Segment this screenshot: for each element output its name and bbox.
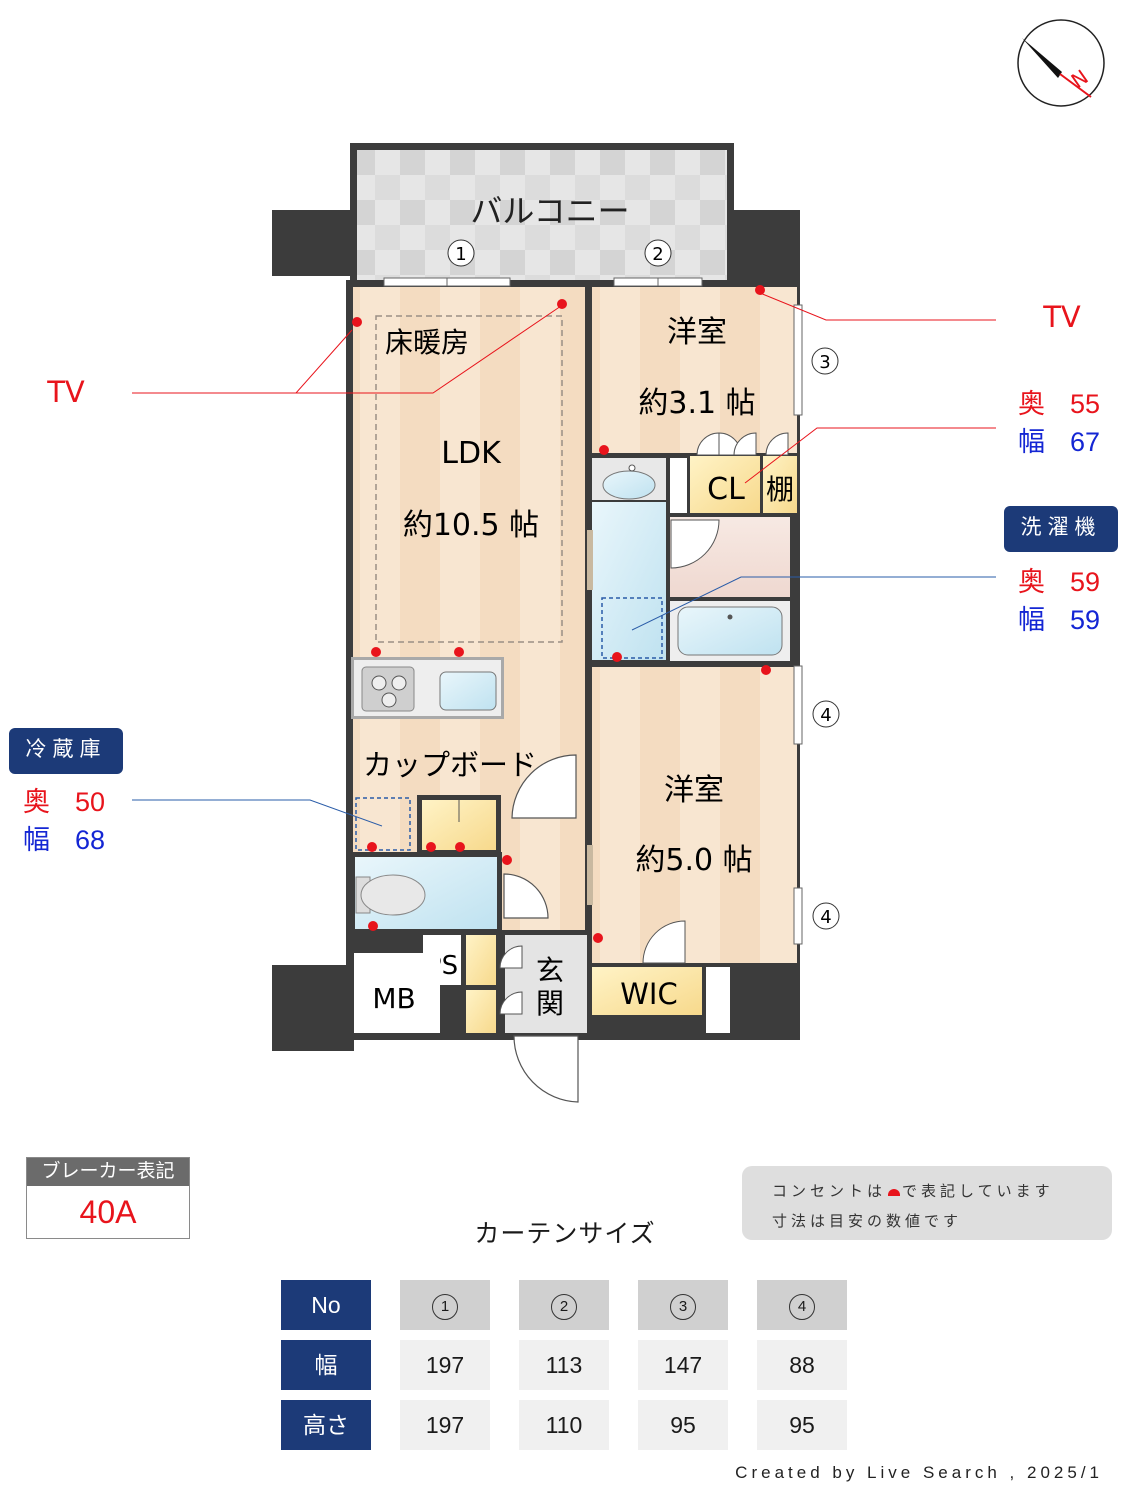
- fridge-tag: 冷蔵庫: [9, 728, 123, 774]
- curtain-height-3: 95: [638, 1400, 728, 1450]
- credit-line: Created by Live Search , 2025/1: [735, 1463, 1103, 1482]
- wic-label: WIC: [620, 977, 677, 1011]
- window-marker-2: 2: [644, 239, 672, 267]
- outlet-legend-icon: [888, 1189, 901, 1196]
- washer-tag: 洗濯機: [1004, 506, 1118, 552]
- curtain-no-3: 3: [638, 1280, 728, 1330]
- curtain-no-4: 4: [757, 1280, 847, 1330]
- breaker-box: ブレーカー表記 40A: [26, 1157, 190, 1239]
- closet: [690, 456, 760, 513]
- curtain-height-4: 95: [757, 1400, 847, 1450]
- fridge-space: [355, 797, 411, 851]
- floor-plan: N バルコニー 床暖房 LDK 約10.5 帖 カップボード: [46, 19, 1105, 1103]
- breaker-value: 40A: [79, 1194, 137, 1230]
- breaker-title: ブレーカー表記: [27, 1158, 189, 1186]
- western-room-2-label: 洋室: [664, 773, 724, 808]
- window-marker-4b: 4: [812, 902, 840, 930]
- row-label-width: 幅: [281, 1340, 371, 1390]
- row-label-no: No: [281, 1280, 371, 1330]
- curtain-width-1: 197: [400, 1340, 490, 1390]
- washer-space: [601, 597, 663, 659]
- balcony-label: バルコニー: [470, 192, 629, 230]
- western-room-1: [592, 287, 797, 453]
- western-room-2: [592, 667, 797, 963]
- curtain-height-1: 197: [400, 1400, 490, 1450]
- curtain-no-1: 1: [400, 1280, 490, 1330]
- western-room-1-size: 約3.1 帖: [638, 386, 755, 421]
- floor-heating-label: 床暖房: [385, 326, 469, 359]
- curtain-width-2: 113: [519, 1340, 609, 1390]
- curtain-no-2: 2: [519, 1280, 609, 1330]
- ldk-size: 約10.5 帖: [403, 508, 539, 543]
- closet-label: CL: [707, 472, 745, 507]
- western-room-2-size: 約5.0 帖: [635, 843, 752, 878]
- window-marker-3: 3: [811, 347, 839, 375]
- washroom: [592, 502, 666, 660]
- curtain-width-3: 147: [638, 1340, 728, 1390]
- shelf-label: 棚: [766, 473, 794, 506]
- curtain-height-2: 110: [519, 1400, 609, 1450]
- legend-note: コンセントはで表記しています 寸法は目安の数値です: [742, 1166, 1112, 1240]
- compass-icon: N: [1017, 19, 1105, 107]
- tv-label-room: TV: [1042, 300, 1081, 334]
- curtain-size-title: カーテンサイズ: [474, 1220, 656, 1248]
- row-label-height: 高さ: [281, 1400, 371, 1450]
- floor-heating-area: [375, 315, 563, 643]
- svg-text:4: 4: [820, 907, 831, 928]
- svg-text:3: 3: [819, 352, 830, 373]
- outlet-markers: [352, 285, 771, 943]
- window-marker-1: 1: [447, 239, 475, 267]
- ldk-room: [353, 287, 585, 657]
- entrance-label-2: 関: [536, 987, 564, 1020]
- mb-label: MB: [372, 982, 415, 1015]
- walk-in-closet: [592, 967, 702, 1015]
- window-marker-4a: 4: [812, 700, 840, 728]
- ldk-label: LDK: [441, 436, 502, 471]
- western-room-1-label: 洋室: [667, 315, 727, 350]
- svg-text:4: 4: [820, 705, 831, 726]
- leader-lines: [132, 292, 996, 827]
- entrance-label-1: 玄: [536, 954, 564, 987]
- cupboard-label: カップボード: [363, 748, 537, 782]
- svg-text:1: 1: [455, 244, 466, 265]
- tv-label-ldk: TV: [46, 375, 85, 409]
- svg-text:2: 2: [652, 244, 663, 265]
- curtain-width-4: 88: [757, 1340, 847, 1390]
- kitchen-counter: [351, 657, 504, 719]
- balcony: バルコニー: [350, 143, 734, 283]
